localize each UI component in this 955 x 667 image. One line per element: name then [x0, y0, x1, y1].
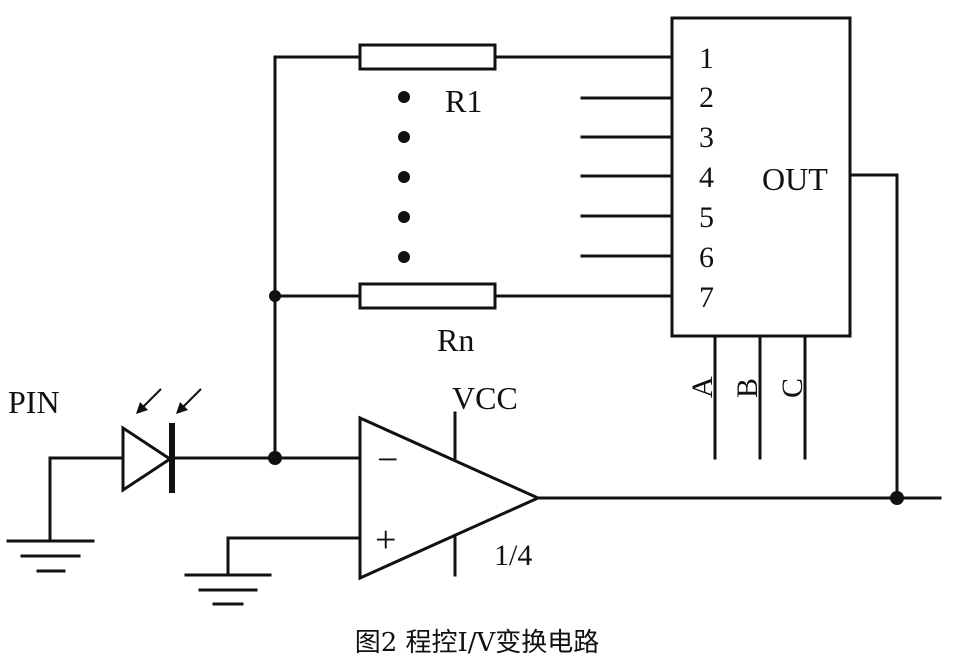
- label-inverting: −: [377, 439, 398, 481]
- ellipsis-dot: [398, 91, 410, 103]
- non-inverting-ground-wire: [226, 536, 362, 576]
- label-r1: R1: [445, 83, 482, 119]
- mux-pin-7: 7: [699, 281, 714, 314]
- ground-symbol-pin: [6, 539, 95, 573]
- select-label-b: B: [731, 378, 764, 398]
- feedback-bus-wire: [273, 55, 362, 458]
- mux-pin-6: 6: [699, 241, 714, 274]
- select-label-c: C: [776, 378, 809, 398]
- select-label-a: A: [686, 376, 719, 398]
- photodiode-body: [121, 425, 173, 493]
- mux-pin-3: 3: [699, 121, 714, 154]
- ellipsis-dot: [398, 131, 410, 143]
- mux-out-wire: [848, 173, 899, 500]
- light-arrow-icon: [136, 388, 202, 414]
- resistor-r1: [358, 43, 497, 71]
- photodiode-anode-wire: [48, 456, 125, 542]
- ellipsis-dot: [398, 211, 410, 223]
- mux-pin-2: 2: [699, 81, 714, 114]
- mux-pin-5: 5: [699, 201, 714, 234]
- junction-dot: [268, 451, 282, 465]
- junction-dot: [890, 491, 904, 505]
- mux-pin-1: 1: [699, 42, 714, 75]
- op-amp: [358, 415, 542, 581]
- label-pin: PIN: [8, 384, 60, 420]
- mux-pin-4: 4: [699, 161, 714, 194]
- ellipsis-dot: [398, 251, 410, 263]
- label-non-inverting: +: [375, 519, 396, 561]
- label-vcc: VCC: [452, 380, 518, 416]
- figure-caption: 图2 程控I/V变换电路: [355, 628, 600, 658]
- label-rn: Rn: [437, 322, 474, 358]
- junction-dot: [269, 290, 281, 302]
- ellipsis-dot: [398, 171, 410, 183]
- ground-symbol-opamp: [184, 573, 272, 606]
- resistor-rn: [358, 282, 497, 310]
- label-mux-out: OUT: [762, 161, 828, 197]
- label-opamp-unit: 1/4: [494, 539, 532, 572]
